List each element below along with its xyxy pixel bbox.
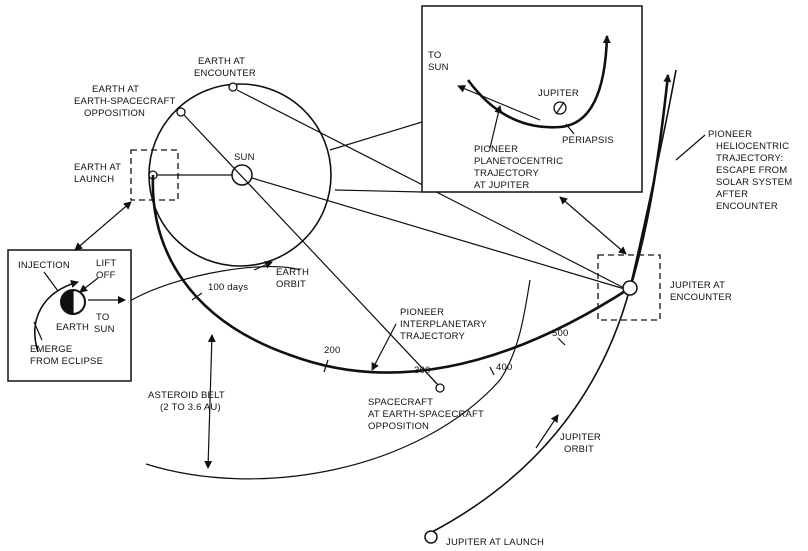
label-spacecraft-opposition: SPACECRAFT AT EARTH-SPACECRAFT OPPOSITIO…: [368, 397, 487, 432]
inset-to-jupiter-arrow: [559, 196, 627, 255]
label-sun: SUN: [234, 152, 255, 163]
earth-at-opposition-marker: [176, 107, 186, 117]
earth-inset-label-earth: EARTH: [56, 322, 89, 333]
label-pioneer-interplanetary: PIONEER INTERPLANETARY TRAJECTORY: [400, 307, 490, 342]
asteroid-belt-inner-arc: [127, 265, 301, 303]
injection-leader: [43, 271, 59, 292]
jupiter-encounter-dashed-box: [597, 254, 661, 321]
label-earth-orbit: EARTH ORBIT: [276, 267, 312, 290]
injection-trajectory: [34, 280, 79, 353]
label-500: 500: [552, 328, 568, 339]
inset-connector-top: [329, 121, 423, 151]
label-asteroid-belt: ASTEROID BELT (2 TO 3.6 AU): [148, 390, 228, 413]
label-400: 400: [496, 362, 512, 373]
earth-inset-label-injection: INJECTION: [18, 260, 70, 271]
tick-200: [323, 359, 329, 373]
label-pioneer-heliocentric: PIONEER HELIOCENTRIC TRAJECTORY: ESCAPE …: [708, 129, 795, 212]
earth-inset-label-lift-off: LIFT OFF: [96, 258, 119, 281]
lift-off-leader: [79, 277, 99, 293]
earth-inset-label-emerge: EMERGE FROM ECLIPSE: [30, 344, 103, 367]
label-100-days: 100 days: [208, 282, 248, 293]
emerge-leader: [33, 321, 43, 341]
leader-300: [427, 373, 438, 385]
leader-interplanetary: [371, 323, 397, 371]
label-earth-at-encounter: EARTH AT ENCOUNTER: [194, 56, 256, 79]
sun-to-jupiter-line: [251, 177, 629, 291]
label-earth-at-launch: EARTH AT LAUNCH: [74, 162, 124, 185]
earth-at-encounter-marker: [228, 82, 238, 92]
label-300: 300: [414, 365, 430, 376]
tick-500: [557, 337, 566, 346]
to-sun-arrow-inset: [457, 84, 541, 121]
label-200: 200: [324, 345, 340, 356]
label-jupiter-at-encounter: JUPITER AT ENCOUNTER: [670, 280, 732, 303]
pioneer-interplanetary-trajectory: [151, 174, 631, 374]
spacecraft-opposition-marker: [435, 383, 445, 393]
leader-heliocentric: [675, 134, 706, 161]
planetocentric-leader: [489, 105, 503, 149]
label-earth-at-opposition: EARTH AT EARTH-SPACECRAFT OPPOSITION: [74, 84, 178, 119]
jupiter-at-encounter-marker: [622, 280, 638, 296]
jupiter-orbit-arc: [431, 69, 677, 533]
tick-100: [191, 292, 203, 301]
earth-inset: [7, 249, 132, 382]
asteroid-belt-width-arrow: [204, 334, 216, 469]
periapsis-leader: [565, 123, 575, 135]
inset-label-to-sun: TO SUN: [428, 50, 449, 73]
planetocentric-trajectory: [466, 35, 611, 129]
jupiter-inset-stroke: [555, 101, 565, 115]
earth-shadow: [61, 290, 73, 314]
tick-400: [489, 366, 495, 376]
sun-to-earth-opposition-line: [183, 114, 441, 388]
jupiter-inset: [421, 5, 643, 193]
jupiter-at-launch-marker: [424, 530, 438, 544]
earth-inset-arrow: [74, 201, 132, 251]
sun-symbol: [231, 164, 253, 186]
leader-earth-orbit: [253, 261, 273, 271]
inset-label-planetocentric: PIONEER PLANETOCENTRIC TRAJECTORY AT JUP…: [474, 144, 566, 191]
inset-label-periapsis: PERIAPSIS: [562, 135, 614, 146]
asteroid-belt-outer-arc: [145, 279, 531, 480]
label-jupiter-orbit: JUPITER ORBIT: [560, 432, 604, 455]
jupiter-orbit-arrow: [535, 414, 559, 449]
inset-label-jupiter: JUPITER: [538, 88, 579, 99]
earth-inset-label-to-sun: TO SUN: [94, 312, 115, 335]
inset-connector-bottom: [334, 189, 423, 193]
label-jupiter-at-launch: JUPITER AT LAUNCH: [446, 537, 544, 548]
